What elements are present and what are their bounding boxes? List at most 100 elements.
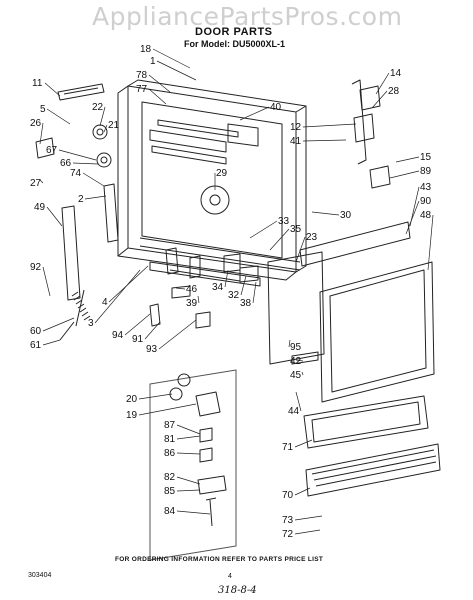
leader-line-66 [72,162,99,165]
leader-line-4 [108,265,149,303]
callout-29: 29 [216,168,228,179]
inner-door-panel [141,101,283,259]
leader-line-60 [42,317,75,332]
leader-line-81 [176,435,201,440]
leader-line-28 [371,90,388,109]
page-number: 4 [228,573,232,580]
lower-parts-box [149,369,237,561]
callout-38: 38 [240,298,252,309]
callout-49: 49 [34,202,46,213]
leader-line-39 [197,295,200,304]
leader-line-12 [302,123,357,128]
callout-73: 73 [282,515,294,526]
door-frame-depth [117,85,297,281]
leader-line-32 [240,275,247,296]
leader-line-21 [103,124,108,133]
control-console [303,395,429,449]
leader-line-78 [148,74,171,93]
leader-line-86 [176,452,201,455]
detergent-dispenser [200,185,230,215]
leader-line-92 [42,266,51,297]
door-handle [57,83,105,101]
callout-66: 66 [60,158,72,169]
leader-line-22 [99,106,106,127]
outer-door-frame [127,85,297,273]
callout-2: 2 [78,194,84,205]
callout-95: 95 [290,342,302,353]
kick-grille [305,443,441,497]
callout-3: 3 [88,318,94,329]
handwritten-note: 318-8-4 [218,585,257,596]
callout-61: 61 [30,340,42,351]
side-strip [61,205,81,301]
leader-line-5 [46,108,71,125]
leader-line-82 [176,476,201,485]
callout-28: 28 [388,86,400,97]
callout-87: 87 [164,420,176,431]
callout-85: 85 [164,486,176,497]
leader-line-85 [176,489,201,492]
leader-line-67 [58,149,97,161]
callout-19: 19 [126,410,138,421]
callout-20: 20 [126,394,138,405]
callout-11: 11 [32,78,43,89]
leader-line-70 [294,487,311,496]
callout-15: 15 [420,152,432,163]
callout-4: 4 [102,297,108,308]
leader-line-77 [148,88,167,105]
leader-line-11 [44,82,61,97]
leader-line-18 [152,48,191,69]
leader-line-93 [158,319,197,350]
callout-34: 34 [212,282,224,293]
leader-line-3 [94,269,141,324]
callout-46: 46 [186,284,198,295]
outer-door-panel [319,261,435,403]
leader-line-33 [249,220,278,239]
callout-40: 40 [270,102,282,113]
callout-81: 81 [164,434,176,445]
callout-82: 82 [164,472,176,483]
callout-90: 90 [420,196,432,207]
callout-70: 70 [282,490,294,501]
diagram-title: DOOR PARTS [195,26,273,38]
callout-26: 26 [30,118,42,129]
callout-43: 43 [420,182,432,193]
leader-line-14 [375,72,390,95]
callout-78: 78 [136,70,148,81]
leader-line-91 [144,321,161,340]
callout-12: 12 [290,122,302,133]
leader-line-26 [39,122,44,145]
callout-84: 84 [164,506,176,517]
callout-21: 21 [108,120,120,131]
callout-32: 32 [228,290,240,301]
leader-line-30 [311,211,340,216]
callout-41: 41 [290,136,302,147]
callout-1: 1 [150,56,156,67]
callout-33: 33 [278,216,290,227]
leader-line-34 [224,269,229,288]
callout-72: 72 [282,529,294,540]
callout-27: 27 [30,178,42,189]
callout-48: 48 [420,210,432,221]
callout-44: 44 [288,406,300,417]
watermark: AppliancePartsPros.com [92,2,403,31]
callout-42: 42 [290,356,302,367]
callout-60: 60 [30,326,42,337]
leader-line-20 [138,393,173,400]
callout-77: 77 [136,84,148,95]
leader-line-46 [175,287,186,290]
callout-45: 45 [290,370,302,381]
leader-line-15 [395,156,420,163]
callout-91: 91 [132,334,144,345]
leader-line-44 [295,391,302,412]
leader-line-71 [294,439,313,448]
callout-74: 74 [70,168,82,179]
leader-line-72 [294,529,321,535]
leader-line-48 [427,214,434,271]
leader-line-23 [295,236,306,263]
leader-line-40 [239,106,270,121]
leader-line-38 [252,281,257,304]
callout-5: 5 [40,104,46,115]
